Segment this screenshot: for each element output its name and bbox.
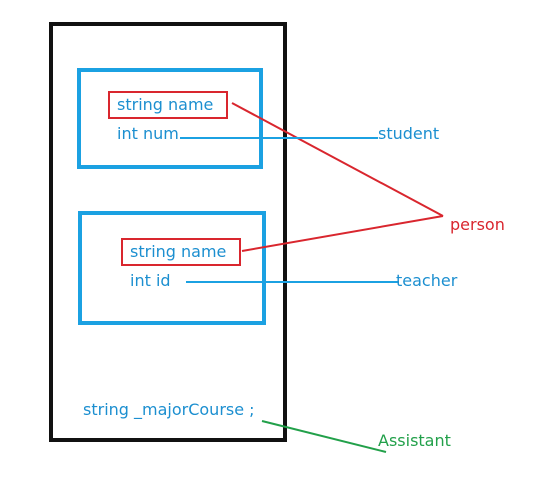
teacher-name-highlight — [121, 238, 241, 266]
person-connector-line-1 — [231, 102, 444, 217]
teacher-field-id: int id — [130, 271, 171, 290]
assistant-label: Assistant — [378, 431, 451, 450]
student-field-num: int num — [117, 124, 179, 143]
teacher-part-box — [78, 211, 266, 325]
assistant-object-box — [49, 22, 287, 442]
student-field-name: string name — [117, 95, 214, 114]
person-label: person — [450, 215, 505, 234]
major-course-field: string _majorCourse ; — [83, 400, 255, 419]
person-connector-line-2 — [241, 215, 444, 252]
teacher-label: teacher — [396, 271, 458, 290]
assistant-connector-line — [261, 420, 387, 453]
student-label: student — [378, 124, 440, 143]
teacher-field-name: string name — [130, 242, 227, 261]
student-name-highlight — [108, 91, 228, 119]
